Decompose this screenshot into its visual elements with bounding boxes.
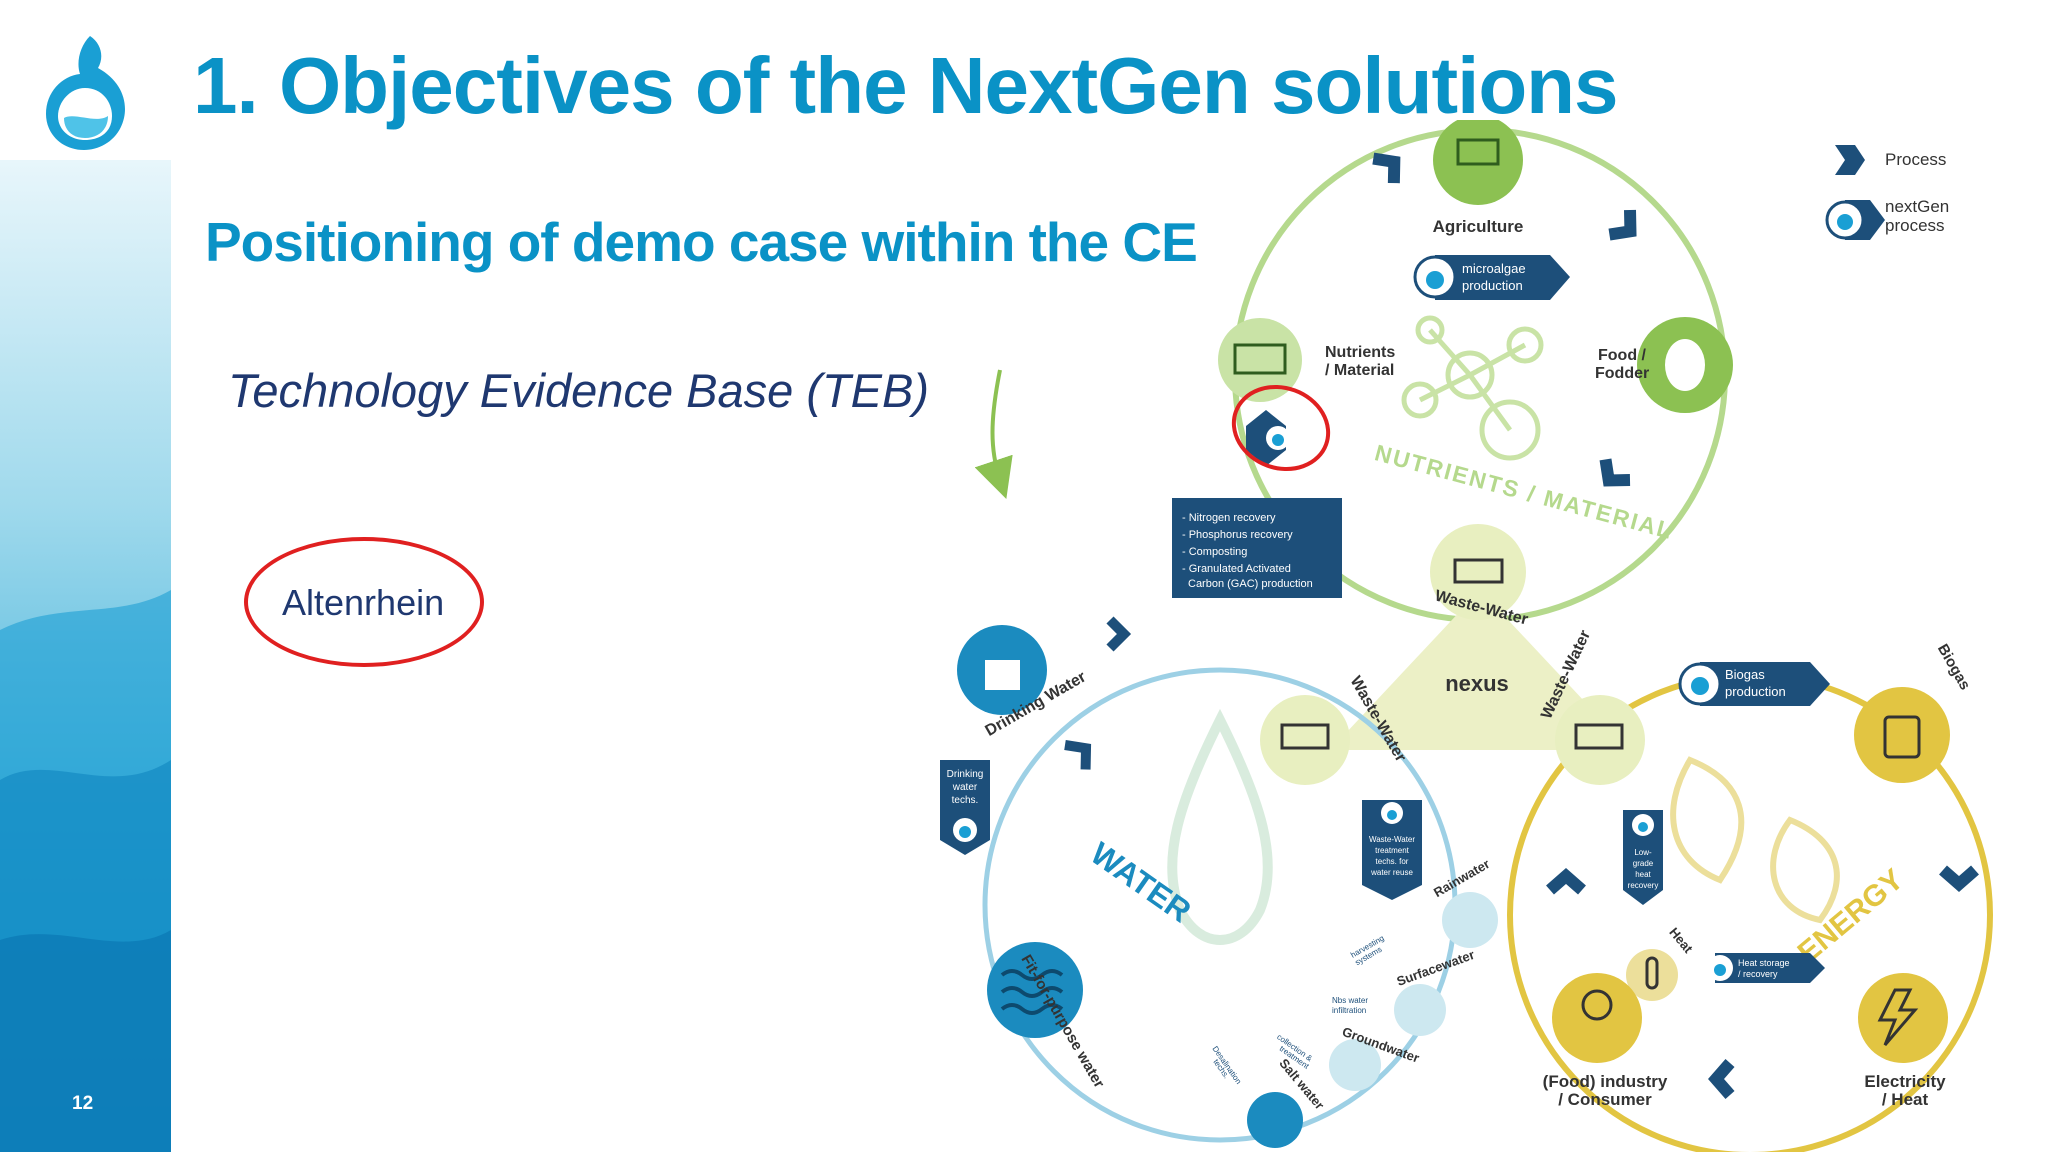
industry-label-2: / Consumer (1558, 1090, 1652, 1109)
agriculture-label: Agriculture (1433, 217, 1524, 236)
ww-treatment-4: water reuse (1370, 868, 1413, 877)
low-grade-3: heat (1635, 870, 1651, 879)
process-arrow-icon (1939, 865, 1979, 892)
heat-node: Heat (1626, 925, 1696, 1001)
ww-treatment-2: treatment (1375, 846, 1410, 855)
process-arrow-icon (1064, 740, 1092, 770)
nbs-label-1: Nbs water (1332, 996, 1368, 1005)
process-legend-icon (1835, 145, 1865, 175)
heat-storage-1: Heat storage (1738, 958, 1790, 968)
sidebar-decoration (0, 160, 171, 1152)
drinking-techs-2: water (952, 782, 978, 793)
heat-storage-2: / recovery (1738, 969, 1778, 979)
microalgae-tag: microalgae production (1413, 255, 1570, 300)
cow-icon (1665, 339, 1705, 391)
molecule-icon (1401, 315, 1544, 461)
nutrients-label-2: / Material (1325, 362, 1394, 379)
industry-label-1: (Food) industry (1543, 1072, 1668, 1091)
food-fodder-node: Food / Fodder (1595, 317, 1733, 413)
microalgae-label-2: production (1462, 278, 1523, 293)
demo-site-highlight (244, 537, 484, 667)
ww-treatment-1: Waste-Water (1369, 835, 1415, 844)
nextgen-highlight-circle (1231, 384, 1331, 472)
electricity-label-2: / Heat (1882, 1090, 1929, 1109)
tap-icon (985, 660, 1020, 690)
electricity-node: Electricity / Heat (1858, 973, 1948, 1109)
recovery-item-5: Carbon (GAC) production (1188, 578, 1313, 590)
biogas-production-tag: Biogas production (1678, 662, 1830, 706)
process-arrow-icon (1372, 152, 1401, 184)
consumer-icon (1581, 989, 1613, 1021)
drinking-techs-1: Drinking (947, 769, 984, 780)
food-industry-node: (Food) industry / Consumer (1543, 973, 1668, 1109)
nextgen-logo-icon (40, 30, 130, 155)
process-arrow-icon (1608, 209, 1637, 241)
legend-process: Process (1885, 150, 1946, 169)
biogas-production-1: Biogas (1725, 667, 1765, 682)
water-drop-icon (1167, 708, 1273, 945)
electricity-label-1: Electricity (1864, 1072, 1946, 1091)
wastewater-node-right: Waste-Water (1538, 628, 1645, 785)
recovery-item-2: - Phosphorus recovery (1182, 529, 1293, 541)
teb-heading: Technology Evidence Base (TEB) (228, 364, 930, 417)
ww-treatment-3: techs. for (1376, 857, 1409, 866)
surfacewater-label: Surfacewater (1395, 947, 1477, 989)
recovery-item-1: - Nitrogen recovery (1182, 512, 1276, 524)
pipe-icon (1574, 723, 1624, 750)
food-fodder-label-1: Food / (1598, 347, 1647, 364)
biogas-node: Biogas (1854, 641, 1974, 783)
thermometer-icon (1645, 956, 1659, 990)
page-number: 12 (72, 1093, 94, 1114)
pipe-icon (1453, 558, 1504, 584)
nutrients-label-1: Nutrients (1325, 344, 1395, 361)
nexus-triangle: nexus (1330, 590, 1630, 750)
legend-nextgen-2: process (1885, 216, 1945, 235)
agriculture-node: Agriculture (1433, 120, 1524, 236)
nutrients-nextgen-process (1231, 384, 1331, 472)
process-arrow-icon (1708, 1059, 1735, 1099)
section-subtitle: Positioning of demo case within the CE (205, 211, 1198, 273)
nexus-label: nexus (1445, 671, 1509, 696)
waves-icon (1000, 969, 1064, 1015)
recovery-box: - Nitrogen recovery - Phosphorus recover… (1172, 498, 1342, 598)
low-grade-4: recovery (1628, 881, 1659, 890)
material-icon (1233, 343, 1287, 375)
leaf-icon (1670, 756, 1840, 924)
biogas-label: Biogas (1934, 641, 1974, 693)
drinking-techs-3: techs. (952, 795, 979, 806)
food-fodder-label-2: Fodder (1595, 365, 1649, 382)
process-arrow-icon (1546, 868, 1586, 895)
low-grade-heat-tag: Low- grade heat recovery (1623, 810, 1663, 905)
process-arrow-icon (1599, 458, 1631, 487)
tractor-icon (1456, 138, 1500, 166)
legend-nextgen-1: nextGen (1885, 197, 1949, 216)
drinking-techs-tag: Drinking water techs. (940, 760, 990, 855)
biogas-production-2: production (1725, 684, 1786, 699)
water-ring-label: WATER (1084, 835, 1197, 929)
recovery-item-3: - Composting (1182, 546, 1247, 558)
heat-storage-tag: Heat storage / recovery (1707, 953, 1825, 983)
lightning-icon (1877, 988, 1919, 1046)
low-grade-2: grade (1633, 859, 1654, 868)
recovery-item-4: - Granulated Activated (1182, 563, 1291, 575)
demo-site-label: Altenrhein (282, 582, 445, 623)
heat-label: Heat (1666, 925, 1696, 957)
nbs-label-2: infiltration (1332, 1006, 1366, 1015)
legend: Process nextGen process (1825, 145, 1949, 240)
gas-can-icon (1883, 715, 1921, 759)
pipe-icon (1280, 723, 1330, 750)
low-grade-1: Low- (1634, 848, 1652, 857)
microalgae-label-1: microalgae (1462, 261, 1526, 276)
nutrients-node: Nutrients / Material (1218, 318, 1395, 402)
process-arrow-icon (1106, 616, 1132, 652)
fit-for-purpose-node: Fit-for-purpose water (987, 942, 1108, 1091)
ww-treatment-tag: Waste-Water treatment techs. for water r… (1362, 800, 1422, 900)
circular-economy-diagram: NUTRIENTS / MATERIAL Agriculture microal… (940, 120, 1993, 1152)
wastewater-node-top: Waste-Water (1430, 524, 1530, 629)
page-title: 1. Objectives of the NextGen solutions (193, 41, 1619, 130)
